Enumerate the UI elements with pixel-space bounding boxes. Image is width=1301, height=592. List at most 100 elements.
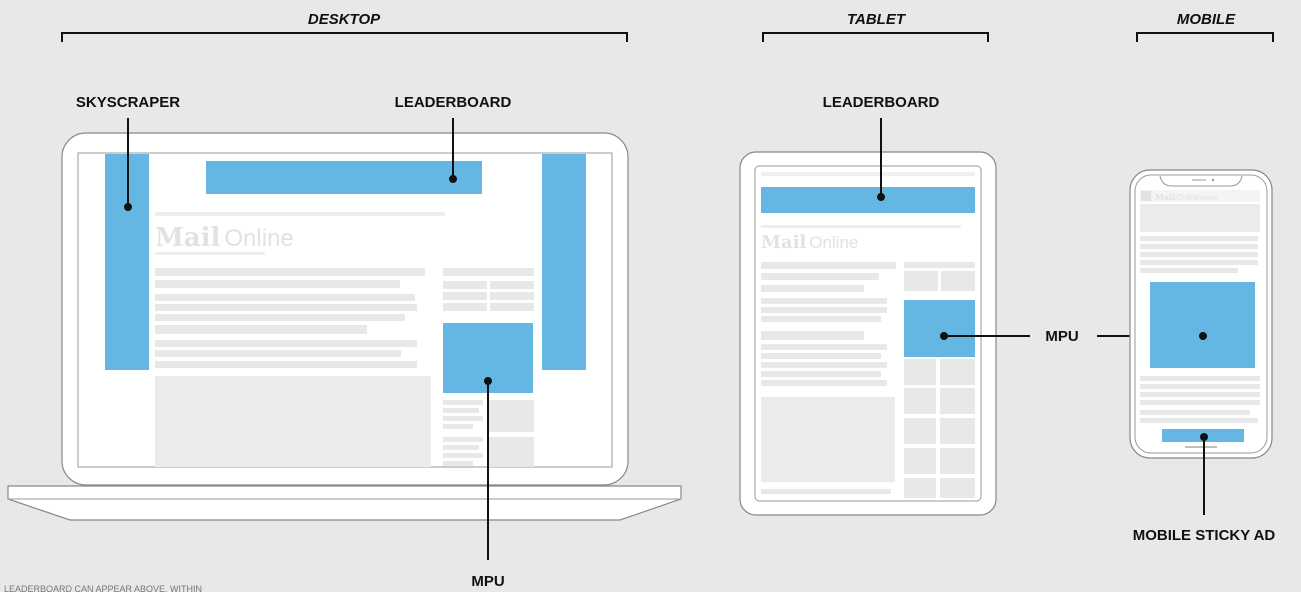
mobile-title: MOBILE bbox=[1177, 11, 1236, 28]
text-line bbox=[155, 280, 400, 288]
desktop-bracket bbox=[61, 32, 628, 42]
sidebar-thumb bbox=[488, 437, 534, 467]
text-line bbox=[155, 304, 417, 311]
image-placeholder bbox=[761, 397, 895, 482]
skyscraper-ad-right bbox=[542, 154, 586, 370]
text-line bbox=[1140, 236, 1258, 241]
text-line bbox=[761, 371, 881, 377]
mpu-ad-tablet bbox=[904, 300, 975, 357]
text-line bbox=[1140, 260, 1258, 265]
text-line bbox=[1140, 392, 1260, 397]
text-line bbox=[761, 353, 881, 359]
text-line bbox=[1140, 268, 1238, 273]
image-placeholder bbox=[1140, 204, 1260, 232]
text-line bbox=[761, 298, 887, 304]
sidebar-cell bbox=[904, 271, 938, 291]
sidebar-line bbox=[443, 461, 473, 466]
text-line bbox=[761, 262, 896, 269]
tablet-bracket bbox=[762, 32, 989, 42]
text-line bbox=[155, 361, 417, 368]
text-line bbox=[155, 325, 367, 334]
sidebar-line bbox=[443, 437, 483, 442]
sidebar-cell bbox=[443, 281, 487, 289]
sidebar-cell bbox=[490, 292, 534, 300]
sidebar-lines bbox=[904, 418, 936, 444]
text-line bbox=[1140, 252, 1258, 257]
phone-device: MailOnline News bbox=[1129, 169, 1273, 459]
mpu-ad-mobile bbox=[1150, 282, 1255, 368]
mpu-desktop-callout: MPU bbox=[471, 377, 505, 590]
sidebar-lines bbox=[904, 388, 936, 414]
desktop-header: DESKTOP bbox=[61, 11, 628, 42]
tagline-strip bbox=[155, 252, 265, 255]
text-line bbox=[1140, 384, 1260, 389]
sidebar-line bbox=[443, 416, 483, 421]
skyscraper-callout: SKYSCRAPER bbox=[76, 94, 180, 211]
footnote: LEADERBOARD CAN APPEAR ABOVE, WITHIN bbox=[4, 584, 202, 592]
text-line bbox=[1140, 400, 1260, 405]
leaderboard-label: LEADERBOARD bbox=[395, 94, 512, 111]
sidebar-line bbox=[443, 445, 479, 450]
nav-strip bbox=[761, 225, 961, 228]
text-line bbox=[761, 489, 891, 494]
text-line bbox=[761, 344, 887, 350]
text-line bbox=[761, 316, 881, 322]
text-line bbox=[761, 362, 887, 368]
phone-camera bbox=[1211, 178, 1215, 182]
mobile-bracket bbox=[1136, 32, 1274, 42]
sidebar-thumb bbox=[940, 388, 975, 414]
callout-dot bbox=[124, 203, 132, 211]
sidebar-cell bbox=[443, 303, 487, 311]
callout-dot bbox=[1199, 332, 1207, 340]
text-line bbox=[761, 331, 864, 340]
sidebar-line bbox=[443, 453, 483, 458]
text-line bbox=[1140, 418, 1258, 423]
sidebar-lines bbox=[904, 359, 936, 385]
text-line bbox=[761, 285, 864, 292]
mobile-nav-bar bbox=[1140, 190, 1260, 202]
sidebar-lines bbox=[904, 478, 936, 498]
text-line bbox=[155, 314, 405, 321]
sidebar-thumb bbox=[940, 418, 975, 444]
leaderboard-tablet-label: LEADERBOARD bbox=[823, 94, 940, 111]
text-line bbox=[1140, 410, 1250, 415]
sidebar-line bbox=[443, 400, 483, 405]
sidebar-lines bbox=[904, 448, 936, 474]
mobile-logo: MailOnline bbox=[1155, 192, 1200, 202]
text-line bbox=[1140, 244, 1258, 249]
mobile-sticky-label: MOBILE STICKY AD bbox=[1133, 527, 1276, 544]
menu-icon bbox=[1141, 191, 1151, 201]
phone-notch bbox=[1159, 175, 1243, 187]
leaderboard-ad-tablet bbox=[761, 187, 975, 213]
status-strip bbox=[761, 172, 975, 176]
sidebar-line bbox=[443, 424, 473, 429]
leaderboard-ad-desktop bbox=[206, 161, 482, 194]
nav-strip bbox=[155, 212, 445, 216]
mobile-section-label: News bbox=[1200, 195, 1218, 202]
leaderboard-tablet-callout: LEADERBOARD bbox=[823, 94, 940, 201]
mobile-sticky-callout: MOBILE STICKY AD bbox=[1133, 433, 1276, 544]
text-line bbox=[155, 268, 425, 276]
mobile-header: MOBILE bbox=[1136, 11, 1274, 42]
sidebar-thumb bbox=[940, 359, 975, 385]
sidebar-line bbox=[904, 262, 975, 268]
sidebar-cell bbox=[490, 281, 534, 289]
skyscraper-label: SKYSCRAPER bbox=[76, 94, 180, 111]
text-line bbox=[761, 380, 887, 386]
text-line bbox=[761, 273, 879, 280]
desktop-title: DESKTOP bbox=[308, 11, 381, 28]
image-placeholder bbox=[155, 376, 431, 467]
sidebar-thumb bbox=[940, 478, 975, 498]
callout-dot bbox=[449, 175, 457, 183]
text-line bbox=[155, 350, 401, 357]
tablet-title: TABLET bbox=[847, 11, 907, 28]
tablet-header: TABLET bbox=[762, 11, 989, 42]
text-line bbox=[155, 294, 415, 301]
